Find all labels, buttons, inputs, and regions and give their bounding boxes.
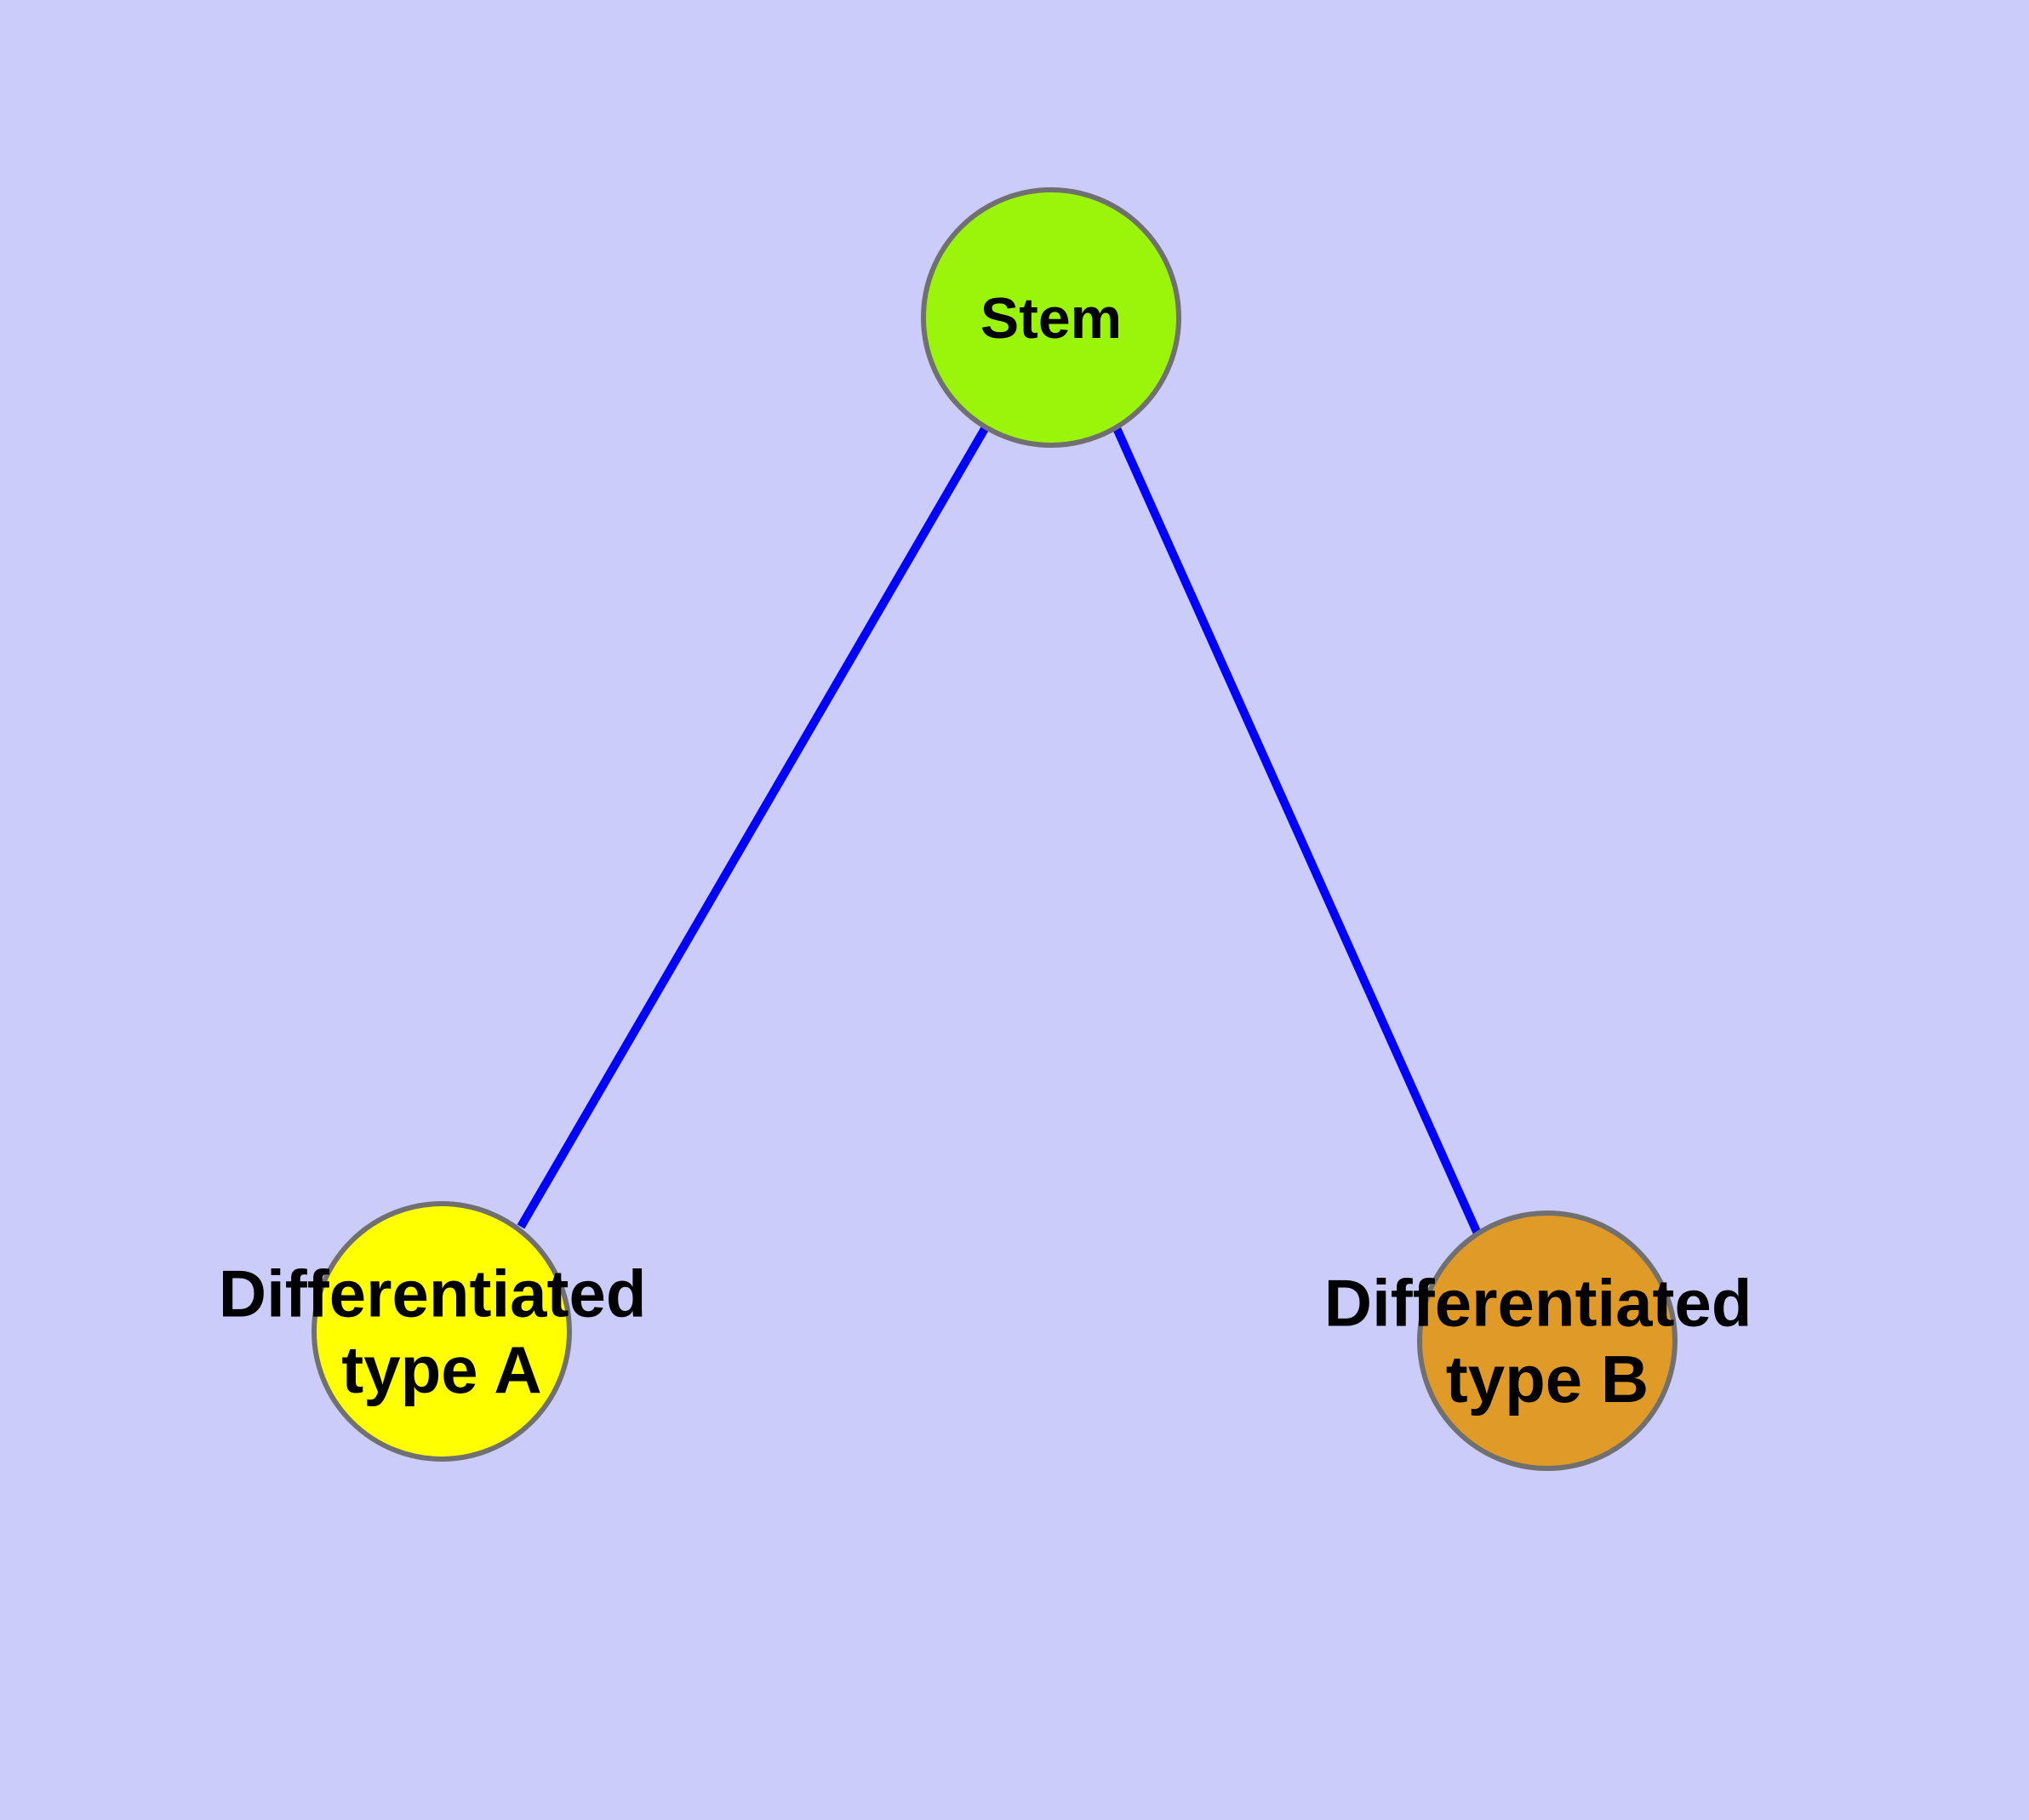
node-differentiated-type-b-label-line2: type B: [1446, 1342, 1649, 1417]
node-differentiated-type-b[interactable]: [1417, 1210, 1677, 1471]
node-stem-label: Stem: [980, 286, 1122, 351]
node-differentiated-type-a-label-line2: type A: [341, 1332, 542, 1407]
node-differentiated-type-b-circle[interactable]: [1417, 1210, 1677, 1471]
node-differentiated-type-a-label-line1: Differentiated: [219, 1256, 647, 1331]
edge-stem-to-differentiated-type-a[interactable]: [517, 425, 990, 1229]
node-layer: [311, 187, 1677, 1471]
label-layer: Stem Differentiated type A Differentiate…: [219, 286, 1770, 1417]
edge-stem-to-differentiated-type-b[interactable]: [1112, 426, 1482, 1236]
node-differentiated-type-b-label: Differentiated type B: [1324, 1265, 1770, 1417]
node-differentiated-type-a-circle[interactable]: [311, 1201, 572, 1462]
node-differentiated-type-a-label: Differentiated type A: [219, 1256, 665, 1407]
node-differentiated-type-b-label-line1: Differentiated: [1324, 1265, 1752, 1340]
node-stem[interactable]: [921, 187, 1181, 448]
node-differentiated-type-a[interactable]: [311, 1201, 572, 1462]
node-stem-label-line1: Stem: [980, 286, 1122, 351]
node-stem-circle[interactable]: [921, 187, 1181, 448]
edge-layer: [517, 425, 1482, 1236]
